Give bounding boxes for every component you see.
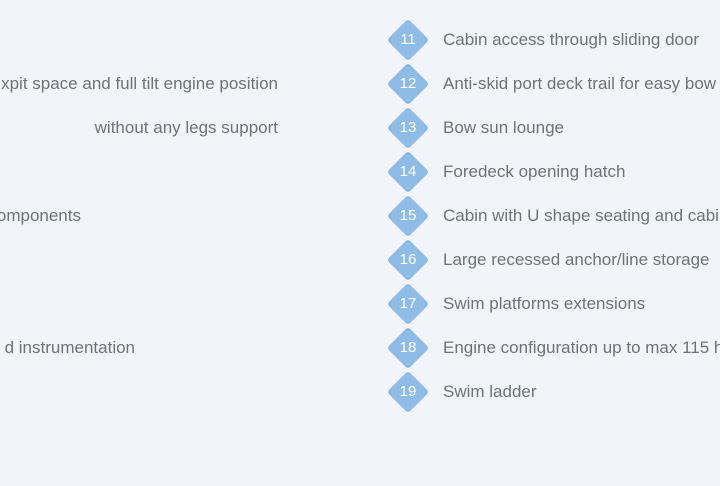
diamond-badge-icon: 11 [386,18,430,62]
diamond-badge-icon: 14 [386,150,430,194]
feature-text: Large recessed anchor/line storage [443,250,710,269]
feature-text: Cabin access through sliding door [443,30,700,49]
feature-number: 16 [399,251,417,268]
feature-number: 14 [399,163,417,180]
diamond-badge-icon: 16 [386,238,430,282]
diamond-badge-icon: 19 [386,370,430,414]
feature-number: 13 [399,119,417,136]
diamond-badge-icon: 13 [386,106,430,150]
left-feature-item: without any legs support [94,118,278,137]
diamond-badge-icon: 18 [386,326,430,370]
feature-number: 11 [400,31,416,48]
right-feature-list: 11 Cabin access through sliding door 12 … [386,0,720,486]
feature-text: Swim platforms extensions [443,294,646,313]
feature-text: Swim ladder [443,382,537,401]
feature-number: 15 [399,207,417,224]
feature-row-18: 18 Engine configuration up to max 115 h [386,326,720,370]
feature-row-16: 16 Large recessed anchor/line storage [386,238,720,282]
diamond-badge-icon: 12 [386,62,430,106]
feature-number: 17 [399,295,417,312]
left-feature-item: d instrumentation [4,338,135,357]
feature-text: Cabin with U shape seating and cabin [443,206,720,225]
feature-row-15: 15 Cabin with U shape seating and cabin [386,194,720,238]
left-feature-list: xpit space and full tilt engine position… [0,74,278,357]
feature-number: 18 [399,339,417,356]
feature-row-17: 17 Swim platforms extensions [386,282,720,326]
feature-row-11: 11 Cabin access through sliding door [386,18,720,62]
feature-text: Engine configuration up to max 115 h [443,338,720,357]
feature-row-13: 13 Bow sun lounge [386,106,720,150]
diamond-badge-icon: 15 [386,194,430,238]
feature-text: Anti-skid port deck trail for easy bow [443,74,717,93]
feature-text: Bow sun lounge [443,118,564,137]
diamond-badge-icon: 17 [386,282,430,326]
left-feature-item: omponents [0,206,81,225]
feature-number: 19 [399,383,417,400]
feature-row-19: 19 Swim ladder [386,370,720,414]
feature-number: 12 [399,75,417,92]
feature-row-12: 12 Anti-skid port deck trail for easy bo… [386,62,720,106]
left-feature-item: xpit space and full tilt engine position [1,74,278,93]
feature-row-14: 14 Foredeck opening hatch [386,150,720,194]
feature-text: Foredeck opening hatch [443,162,626,181]
